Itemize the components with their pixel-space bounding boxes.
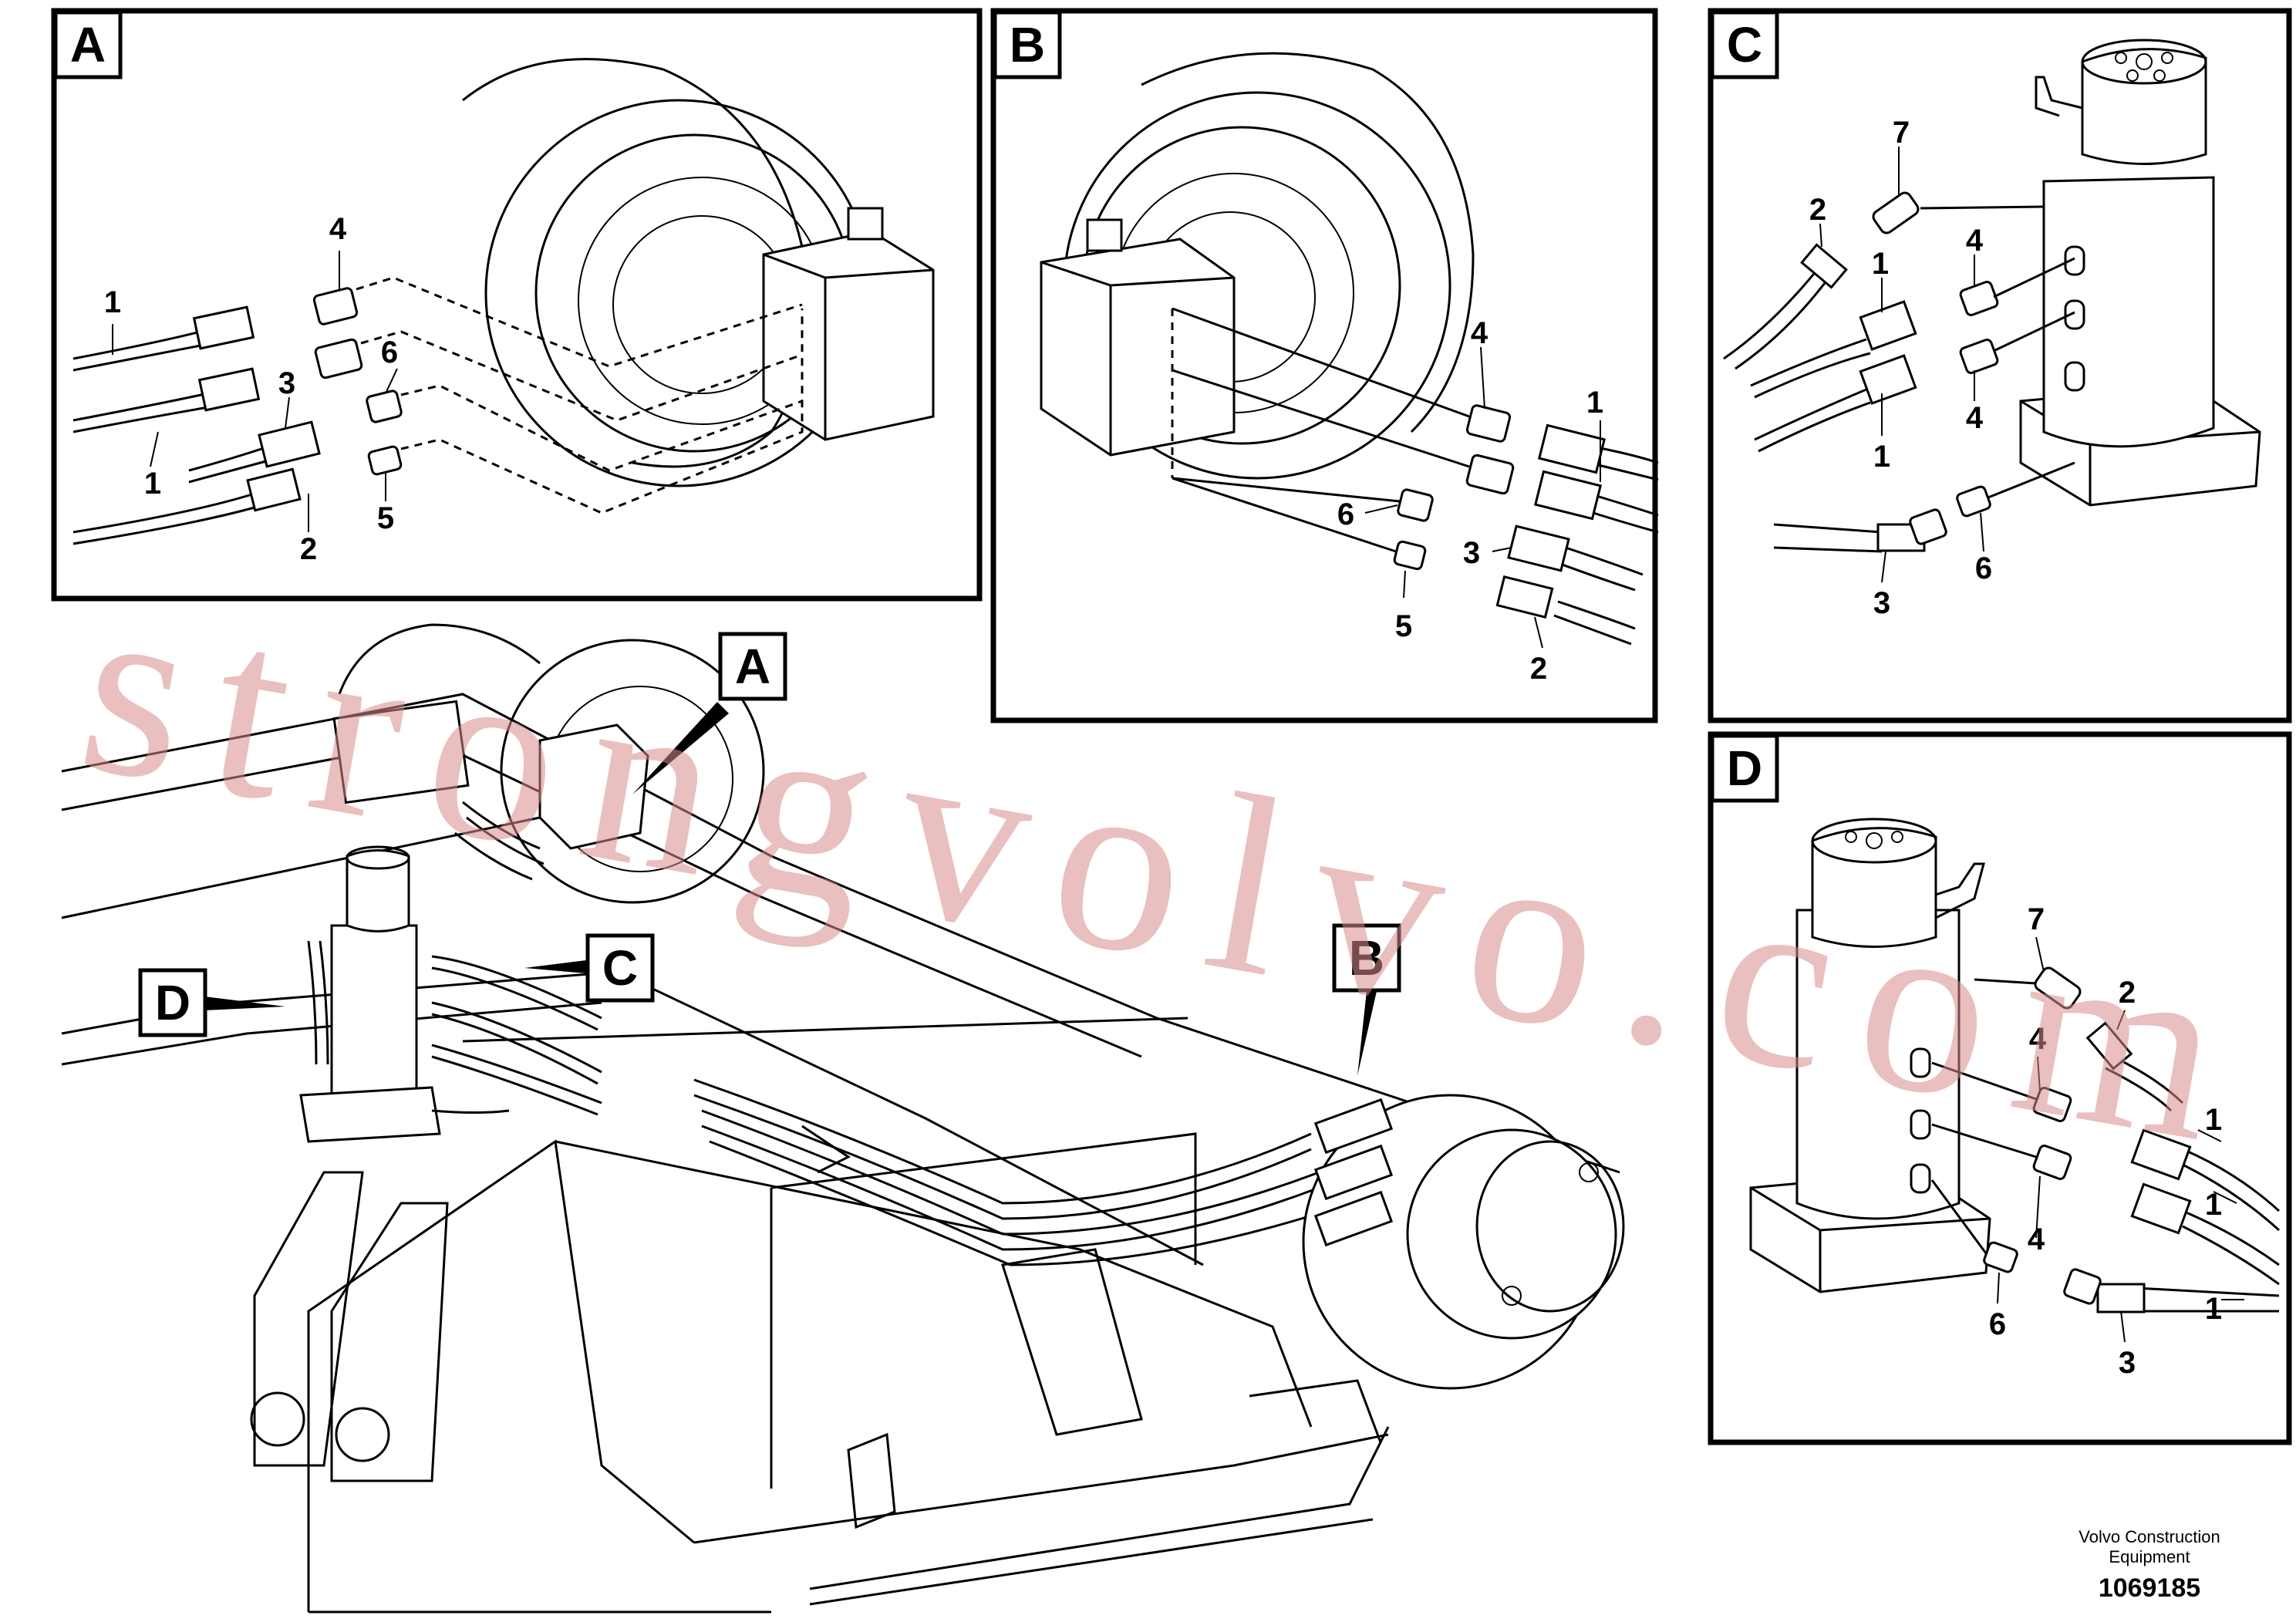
company-name-line-2: Equipment	[2109, 1547, 2190, 1566]
callout-3: 3	[1873, 586, 1890, 620]
callout-1: 1	[2205, 1292, 2222, 1326]
swivel-joint-c	[2019, 39, 2261, 507]
travel-motor-b	[1040, 52, 1475, 480]
callout-4: 4	[2029, 1022, 2047, 1056]
callout-2: 2	[2119, 976, 2136, 1010]
hoses-d	[2085, 1021, 2281, 1313]
callout-6: 6	[381, 336, 398, 369]
fittings-c	[1872, 191, 1999, 545]
leaders-a	[112, 251, 804, 532]
callout-4: 4	[1966, 224, 1984, 258]
callout-4: 4	[1471, 316, 1489, 350]
callout-1: 1	[2205, 1188, 2222, 1222]
fittings-d	[1983, 966, 2102, 1305]
callout-6: 6	[1337, 497, 1354, 531]
hoses-a	[72, 305, 321, 545]
callout-3: 3	[1463, 536, 1480, 570]
callout-2: 2	[300, 532, 317, 566]
leaders-d	[1930, 936, 2244, 1343]
pointer-b: B	[1332, 923, 1401, 1076]
detail-panel-b: B	[990, 8, 1659, 723]
callout-1: 1	[1586, 386, 1603, 420]
pointer-a: A	[632, 632, 787, 794]
leaders-c	[1819, 147, 2075, 583]
callout-7: 7	[1893, 116, 1910, 150]
callout-4: 4	[2028, 1222, 2045, 1256]
panel-c-tag: C	[1727, 17, 1762, 73]
detail-panel-d: D	[1708, 731, 2292, 1445]
callout-7: 7	[2028, 902, 2045, 936]
callout-6: 6	[1989, 1307, 2006, 1341]
detail-panel-c: C	[1708, 8, 2292, 723]
hoses-main-frame	[693, 1078, 1327, 1266]
panel-b-tag: B	[1010, 17, 1045, 73]
callout-1: 1	[104, 285, 121, 319]
callout-5: 5	[1395, 609, 1412, 643]
callout-2: 2	[1530, 652, 1547, 686]
footer-credit: Volvo Construction Equipment 1069185	[2034, 1527, 2265, 1603]
leaders-b	[1171, 307, 1601, 649]
detail-panel-a: A	[51, 8, 983, 602]
travel-motor-a	[462, 58, 935, 487]
panel-a-tag: A	[70, 17, 106, 73]
main-undercarriage-view: A B C D	[61, 623, 1625, 1614]
callout-4: 4	[329, 212, 347, 246]
travel-motor-rear	[332, 623, 765, 904]
drawing-number: 1069185	[2098, 1573, 2201, 1603]
pointer-c-tag: C	[602, 940, 638, 996]
pointer-b-tag: B	[1349, 930, 1384, 986]
swivel-joint-d	[1749, 818, 1991, 1293]
hoses-c	[1723, 243, 1926, 553]
callout-6: 6	[1975, 551, 1992, 585]
callout-3: 3	[278, 366, 295, 400]
callout-1: 1	[2205, 1103, 2222, 1137]
hoses-main-swivel	[307, 801, 602, 1116]
pointer-d: D	[138, 968, 285, 1037]
callout-4: 4	[1966, 401, 1984, 435]
company-name-line-1: Volvo Construction	[2079, 1527, 2220, 1546]
callout-3: 3	[2119, 1346, 2136, 1380]
callout-2: 2	[1809, 193, 1826, 227]
travel-motor-front	[1302, 1094, 1625, 1390]
callout-1: 1	[1873, 440, 1890, 474]
pointer-d-tag: D	[155, 975, 190, 1030]
callout-1: 1	[144, 467, 161, 501]
swivel-joint-main	[299, 845, 441, 1143]
callout-5: 5	[377, 501, 394, 535]
hoses-b	[1495, 423, 1659, 646]
pointer-c: C	[524, 933, 655, 1003]
callout-1: 1	[1872, 247, 1889, 281]
pointer-a-tag: A	[735, 639, 770, 694]
panel-d-tag: D	[1727, 740, 1762, 796]
fittings-a	[312, 287, 403, 476]
fittings-b	[1393, 404, 1515, 571]
